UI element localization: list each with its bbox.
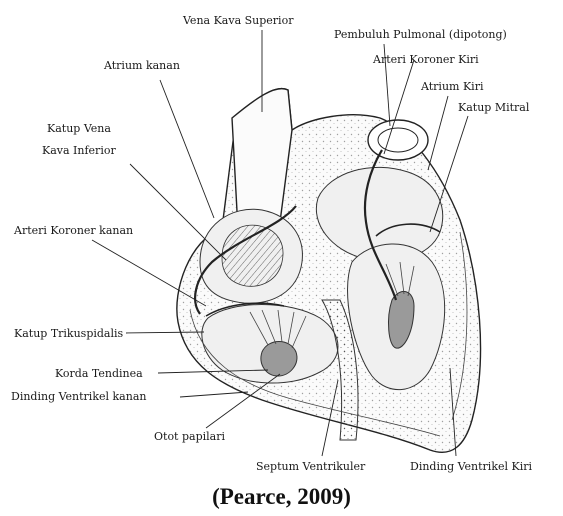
label-katup-vena-line1: Katup Vena	[47, 122, 111, 135]
label-katup-trikuspidalis: Katup Trikuspidalis	[14, 327, 124, 340]
label-arteri-koroner-kanan: Arteri Koroner kanan	[13, 224, 133, 237]
label-septum-ventrikuler: Septum Ventrikuler	[256, 460, 366, 473]
atrium-kanan-dark	[222, 225, 283, 286]
pembuluh-pulmonal-lumen	[378, 128, 418, 152]
label-dinding-ventrikel-kanan: Dinding Ventrikel kanan	[11, 390, 146, 403]
label-dinding-ventrikel-kiri: Dinding Ventrikel Kiri	[410, 460, 533, 473]
label-arteri-koroner-kiri: Arteri Koroner Kiri	[372, 53, 479, 66]
label-atrium-kiri: Atrium Kiri	[420, 80, 484, 93]
otot-papilari-shape	[261, 342, 297, 377]
leader-atrium-kanan	[160, 80, 214, 218]
leader-dinding-ventrikel-kanan	[180, 392, 248, 397]
label-otot-papilari: Otot papilari	[154, 430, 225, 443]
label-vena-kava-superior: Vena Kava Superior	[182, 14, 294, 27]
label-atrium-kanan: Atrium kanan	[103, 59, 180, 72]
label-korda-tendinea: Korda Tendinea	[55, 367, 143, 380]
label-pembuluh-pulmonal: Pembuluh Pulmonal (dipotong)	[334, 28, 507, 41]
figure-caption: (Pearce, 2009)	[0, 484, 563, 510]
label-katup-mitral: Katup Mitral	[458, 101, 530, 114]
leader-atrium-kiri	[428, 96, 448, 170]
label-katup-vena-line2: Kava Inferior	[42, 144, 116, 157]
